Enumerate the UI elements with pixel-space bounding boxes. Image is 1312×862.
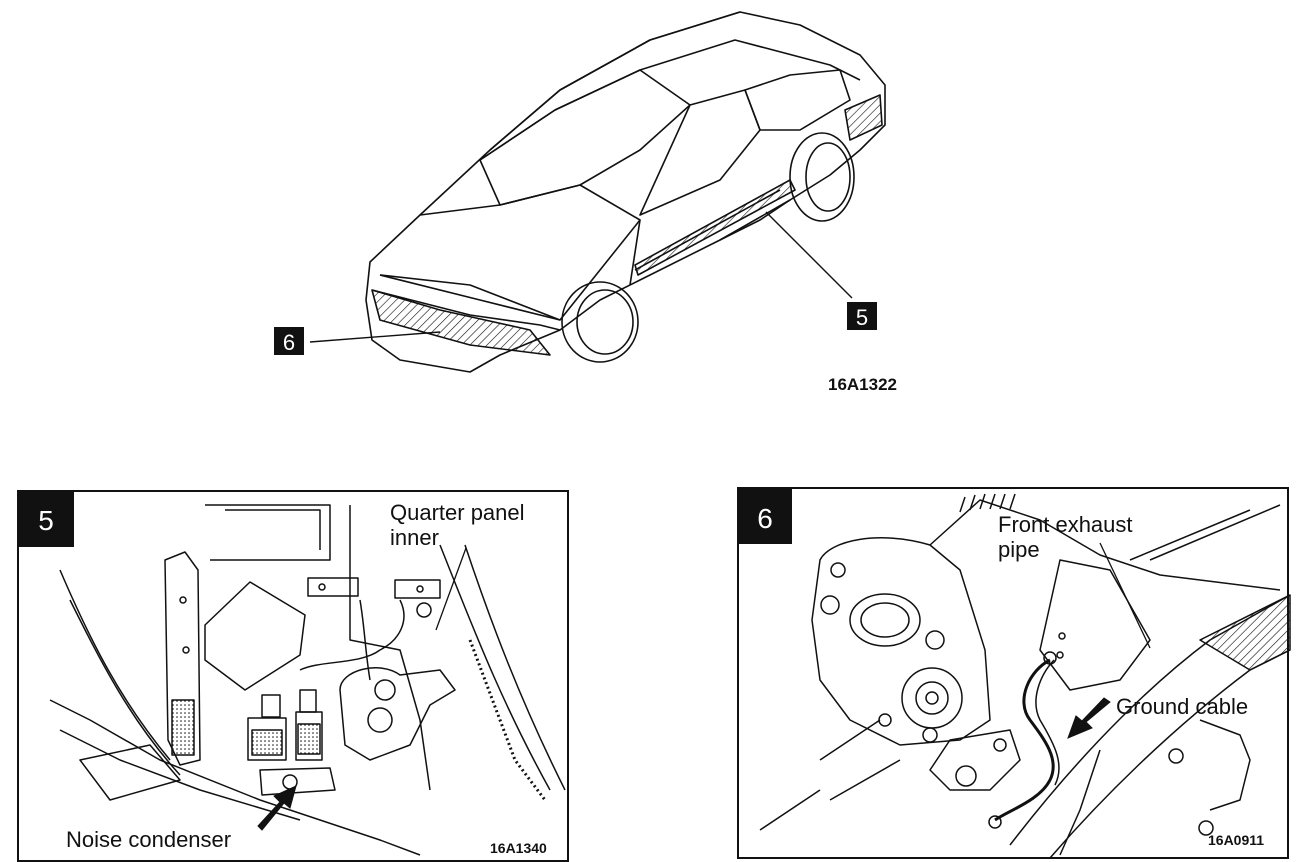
label-quarter-panel-inner-line2: inner <box>390 525 439 550</box>
car-overview-illustration <box>309 11 886 373</box>
panel-6-badge <box>738 488 792 544</box>
panel-6-figure-code: 16A0911 <box>1208 832 1264 848</box>
panel-5-illustration <box>49 504 566 856</box>
panel-5-number: 5 <box>38 505 54 536</box>
panel-5-badge <box>18 491 74 547</box>
ground-cable-arrow <box>1067 697 1111 739</box>
label-front-exhaust-pipe-line1: Front exhaust <box>998 512 1133 537</box>
panel-6-illustration <box>759 493 1291 859</box>
callout-6-badge: 6 <box>274 327 304 355</box>
noise-condenser-arrow <box>257 785 297 831</box>
label-noise-condenser: Noise condenser <box>66 827 231 852</box>
label-quarter-panel-inner-line1: Quarter panel <box>390 500 525 525</box>
callout-5-badge: 5 <box>847 302 877 330</box>
svg-text:6: 6 <box>283 330 295 355</box>
panel-6-number: 6 <box>757 503 773 534</box>
svg-text:5: 5 <box>856 305 868 330</box>
overview-figure-code: 16A1322 <box>828 375 897 394</box>
label-front-exhaust-pipe-line2: pipe <box>998 537 1040 562</box>
label-ground-cable: Ground cable <box>1116 694 1248 719</box>
detail-panel-6: 6 <box>737 487 1291 859</box>
detail-panel-5: 5 <box>17 490 569 862</box>
panel-5-figure-code: 16A1340 <box>490 840 547 856</box>
